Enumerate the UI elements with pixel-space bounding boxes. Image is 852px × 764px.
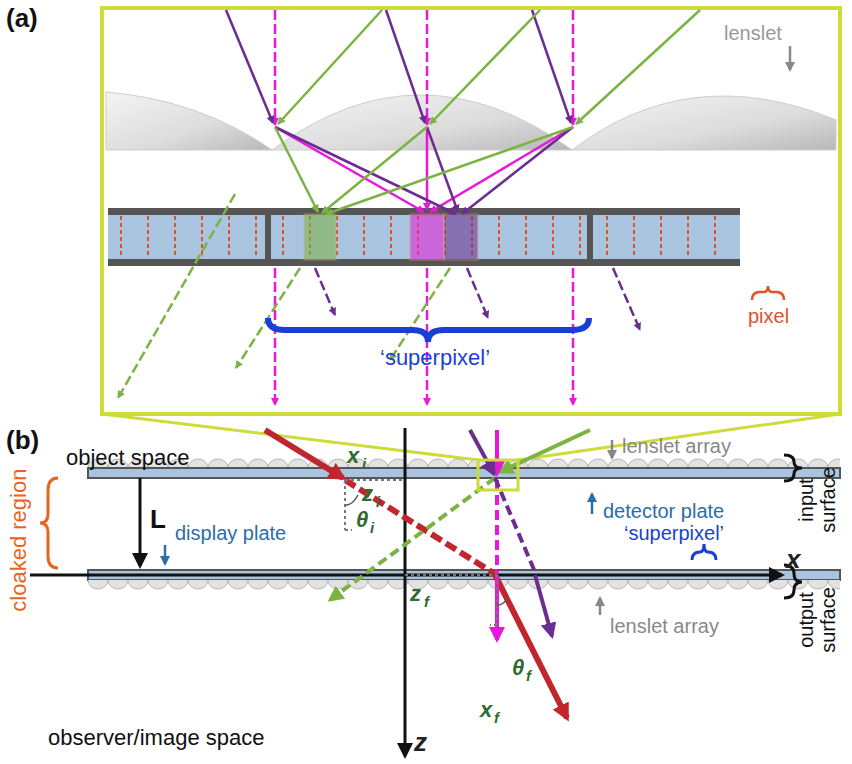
region-label: object space (66, 446, 190, 470)
subscript: i (362, 456, 366, 473)
rays-b (265, 430, 590, 718)
subscript: f (526, 668, 531, 685)
superpixel-brace (692, 544, 716, 560)
zoom-frame (102, 8, 840, 414)
part-label: lenslet (724, 22, 782, 44)
superpixel-brace (268, 318, 589, 342)
symbol-label: x (347, 444, 359, 468)
part-label: ‘superpixel’ (380, 346, 490, 370)
axis-label: x (786, 545, 800, 574)
lenslets (106, 92, 836, 150)
angle-guides (345, 480, 497, 625)
part-label: ‘superpixel’ (624, 522, 724, 544)
angle-arc (345, 495, 358, 505)
part-label: lenslet array (610, 615, 719, 637)
pixel-brace (752, 286, 784, 300)
part-label: detector plate (603, 500, 724, 522)
region-label: cloaked region (8, 468, 32, 611)
detector-plate (108, 208, 740, 266)
panel-label: (a) (6, 4, 38, 33)
dimension-label: L (150, 505, 166, 534)
part-label: lenslet array (622, 435, 731, 457)
symbol-label: z (362, 482, 373, 506)
region-brace (40, 478, 58, 568)
symbol-label: z (410, 582, 421, 606)
pointer-arrow (789, 46, 792, 70)
subscript: i (370, 520, 374, 537)
pointer-arrow (599, 598, 602, 615)
length-arrow (139, 478, 142, 566)
axis-label: z (414, 728, 427, 757)
pointer-arrow (591, 494, 594, 514)
region-label: observer/image space (48, 726, 264, 750)
surface-brace (784, 455, 802, 481)
zoom-marker (478, 460, 518, 490)
pointer-arrow (611, 440, 614, 458)
z-axis (404, 428, 407, 756)
subscript: i (376, 494, 380, 511)
symbol-label: x (480, 698, 492, 722)
part-label: pixel (748, 305, 789, 327)
angle-arc (497, 598, 507, 605)
pointer-arrow (164, 545, 167, 564)
part-label: display plate (175, 522, 286, 544)
rays-a (118, 10, 700, 405)
panel-label: (b) (6, 426, 39, 455)
surface-label: output surface (795, 585, 839, 655)
symbol-label: θ (356, 508, 368, 532)
surface-label: input surface (795, 465, 839, 535)
subscript: f (424, 594, 429, 611)
subscript: f (494, 710, 499, 727)
symbol-label: θ (512, 656, 524, 680)
